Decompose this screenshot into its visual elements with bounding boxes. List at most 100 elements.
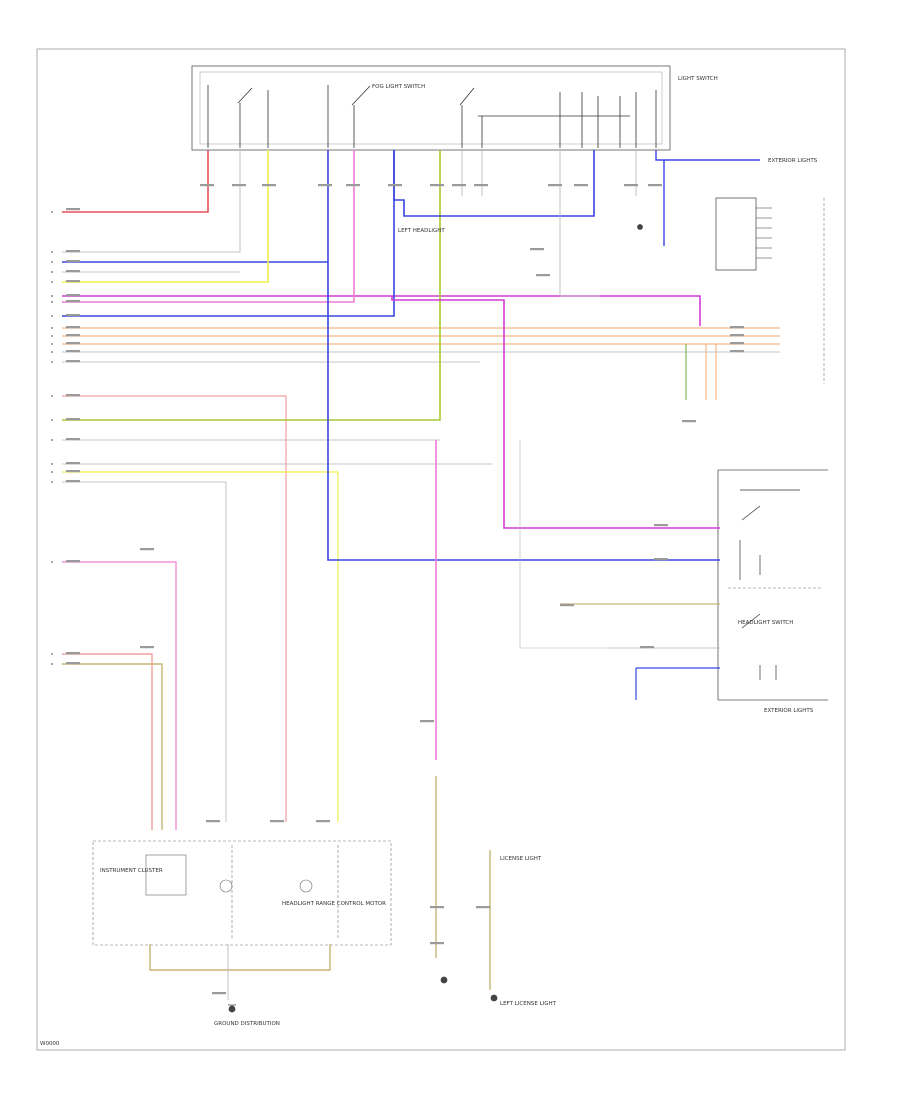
wire-tag: [730, 342, 744, 345]
wire-tag: [474, 184, 488, 187]
wire-tag: [66, 662, 80, 665]
wire-tag: [654, 524, 668, 527]
wire-tag: [66, 314, 80, 317]
page-code: W0000: [40, 1041, 60, 1047]
wire-tag: [66, 208, 80, 211]
label-fog-light-switch: FOG LIGHT SWITCH: [372, 84, 425, 90]
wire-tag: [574, 184, 588, 187]
pin-marker: [51, 481, 53, 483]
pin-marker: [51, 251, 53, 253]
wire-tag: [66, 260, 80, 263]
wire-tag: [66, 438, 80, 441]
wire-trace: [655, 150, 760, 161]
wire-tag: [430, 942, 444, 945]
wire-tag: [66, 334, 80, 337]
wire-trace: [62, 653, 153, 830]
wire-tag: [212, 992, 226, 995]
label-ground-distribution: GROUND DISTRIBUTION: [214, 1021, 280, 1027]
wire-tags: [51, 184, 744, 995]
switch-module-box: [191, 65, 671, 151]
label-left-headlight: LEFT HEADLIGHT: [398, 228, 445, 234]
wire-tag: [66, 652, 80, 655]
wire-tag: [316, 820, 330, 823]
pin-marker: [51, 395, 53, 397]
wire-tag: [536, 274, 550, 277]
fog-indicator-box: [145, 854, 187, 896]
wire-trace: [62, 481, 227, 822]
label-exterior-lights-right: EXTERIOR LIGHTS: [764, 708, 814, 714]
wire-trace: [62, 471, 339, 822]
pin-marker: [51, 261, 53, 263]
wire-trace: [559, 150, 600, 297]
wire-trace: [62, 150, 395, 317]
pin-marker: [51, 361, 53, 363]
pin-marker: [51, 301, 53, 303]
wire-trace: [149, 944, 331, 971]
switch-module-inner: [199, 71, 663, 145]
wire-tag: [66, 394, 80, 397]
wire-tag: [318, 184, 332, 187]
pin-marker: [51, 463, 53, 465]
pin-marker: [51, 295, 53, 297]
wire-tag: [530, 248, 544, 251]
instrument-cluster-box: [92, 840, 392, 946]
pin-marker: [51, 561, 53, 563]
label-instrument-cluster: INSTRUMENT CLUSTER: [100, 868, 163, 874]
wire-tag: [66, 280, 80, 283]
pin-marker: [51, 419, 53, 421]
wire-tag: [420, 720, 434, 723]
wire-trace: [62, 150, 241, 253]
pin-marker: [51, 271, 53, 273]
wire-tag: [66, 470, 80, 473]
indicator-bulb-2: [299, 879, 313, 893]
pin-marker: [51, 327, 53, 329]
wire-trace: [391, 296, 720, 529]
wire-tag: [476, 906, 490, 909]
label-exterior-lights-top: EXTERIOR LIGHTS: [768, 158, 818, 164]
wire-tag: [624, 184, 638, 187]
wire-tag: [66, 360, 80, 363]
wire-tag: [66, 480, 80, 483]
label-headlight-switch: HEADLIGHT SWITCH: [738, 620, 793, 626]
wire-tag: [682, 420, 696, 423]
wire-trace: [519, 440, 610, 649]
pin-marker: [51, 439, 53, 441]
wire-tag: [730, 350, 744, 353]
wire-tag: [200, 184, 214, 187]
wire-tag: [66, 462, 80, 465]
wire-tag: [262, 184, 276, 187]
wire-tag: [66, 300, 80, 303]
wire-trace: [62, 663, 163, 830]
wire-tag: [206, 820, 220, 823]
wire-tag: [140, 646, 154, 649]
pin-marker: [51, 351, 53, 353]
wire-tag: [560, 604, 574, 607]
wire-tag: [648, 184, 662, 187]
wire-tag: [452, 184, 466, 187]
connector-pins: [756, 207, 772, 259]
wire-trace: [62, 561, 177, 830]
label-light-switch: LIGHT SWITCH: [678, 76, 718, 82]
wire-trace: [62, 395, 287, 822]
headlight-switch-contacts: [739, 489, 800, 680]
wire-tag: [430, 906, 444, 909]
wire-traces: [62, 150, 780, 1000]
pin-marker: [51, 315, 53, 317]
wire-tag: [66, 560, 80, 563]
headlight-switch-box: [717, 469, 828, 701]
pin-marker: [51, 211, 53, 213]
wire-tag: [654, 558, 668, 561]
wire-tag: [430, 184, 444, 187]
wire-tag: [388, 184, 402, 187]
wire-tag: [66, 342, 80, 345]
wire-trace: [62, 150, 269, 283]
wire-tag: [346, 184, 360, 187]
wire-tag: [66, 270, 80, 273]
wire-tag: [730, 326, 744, 329]
wire-tag: [66, 250, 80, 253]
wire-tag: [730, 334, 744, 337]
ground-symbols: [228, 224, 643, 1013]
wire-tag: [232, 184, 246, 187]
pin-marker: [51, 471, 53, 473]
